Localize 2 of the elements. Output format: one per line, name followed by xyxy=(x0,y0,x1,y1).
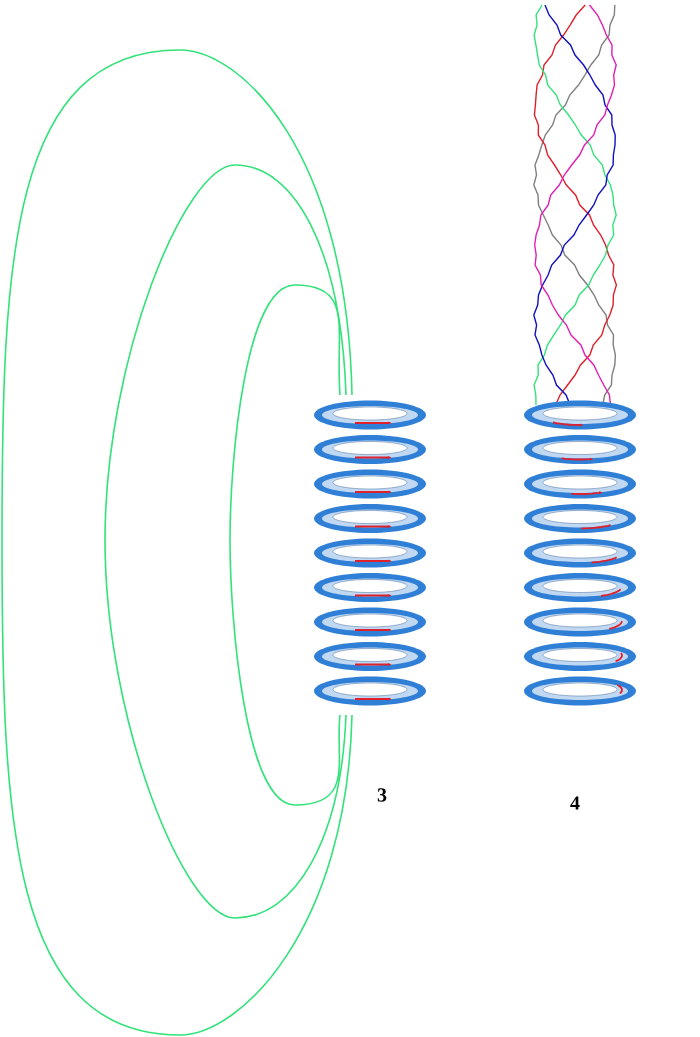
figure-label: 3 xyxy=(377,788,387,802)
figure-label: 4 xyxy=(570,796,580,810)
